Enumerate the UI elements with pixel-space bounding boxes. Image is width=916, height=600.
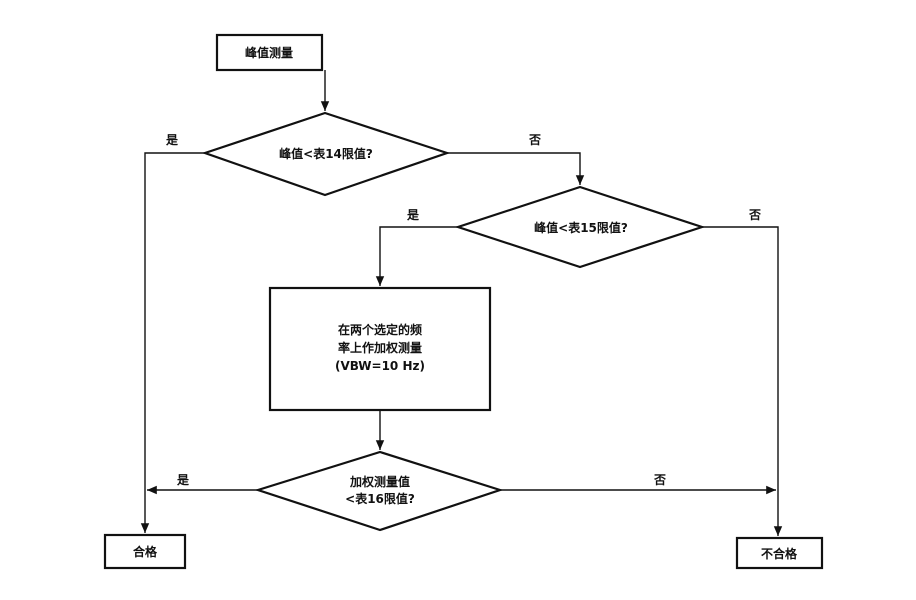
process-label-line1: 在两个选定的频 — [338, 322, 422, 337]
pass-label: 合格 — [133, 544, 158, 559]
decision2-label: 峰值<表15限值? — [534, 220, 628, 235]
fail-box: 不合格 — [735, 536, 824, 570]
decision3-label-line1: 加权测量值 — [349, 474, 410, 489]
arrow-decision1-no — [447, 152, 585, 185]
connectors — [140, 70, 783, 536]
decision3-no-label: 否 — [653, 473, 666, 487]
process-box: 在两个选定的频 率上作加权测量 (VBW=10 Hz) — [268, 286, 492, 412]
start-label: 峰值测量 — [245, 45, 293, 60]
decision1-no-label: 否 — [528, 133, 541, 147]
decision2-no-label: 否 — [748, 208, 761, 222]
fail-label: 不合格 — [761, 546, 798, 561]
decision3-diamond: 加权测量值 <表16限值? — [254, 450, 504, 532]
decision2-diamond: 峰值<表15限值? — [454, 185, 706, 269]
decision1-yes-label: 是 — [165, 133, 179, 147]
process-label-line3: (VBW=10 Hz) — [335, 359, 425, 373]
process-label-line2: 率上作加权测量 — [338, 340, 422, 355]
pass-box: 合格 — [103, 533, 187, 570]
start-box: 峰值测量 — [215, 33, 324, 72]
arrow-decision2-no — [702, 226, 783, 536]
decision1-label: 峰值<表14限值? — [279, 146, 373, 161]
decision3-yes-label: 是 — [176, 473, 190, 487]
decision2-yes-label: 是 — [406, 208, 420, 222]
arrow-decision1-yes — [140, 152, 205, 533]
decision1-diamond: 峰值<表14限值? — [201, 111, 451, 197]
decision3-label-line2: <表16限值? — [345, 491, 415, 506]
arrow-decision2-yes — [375, 226, 458, 286]
